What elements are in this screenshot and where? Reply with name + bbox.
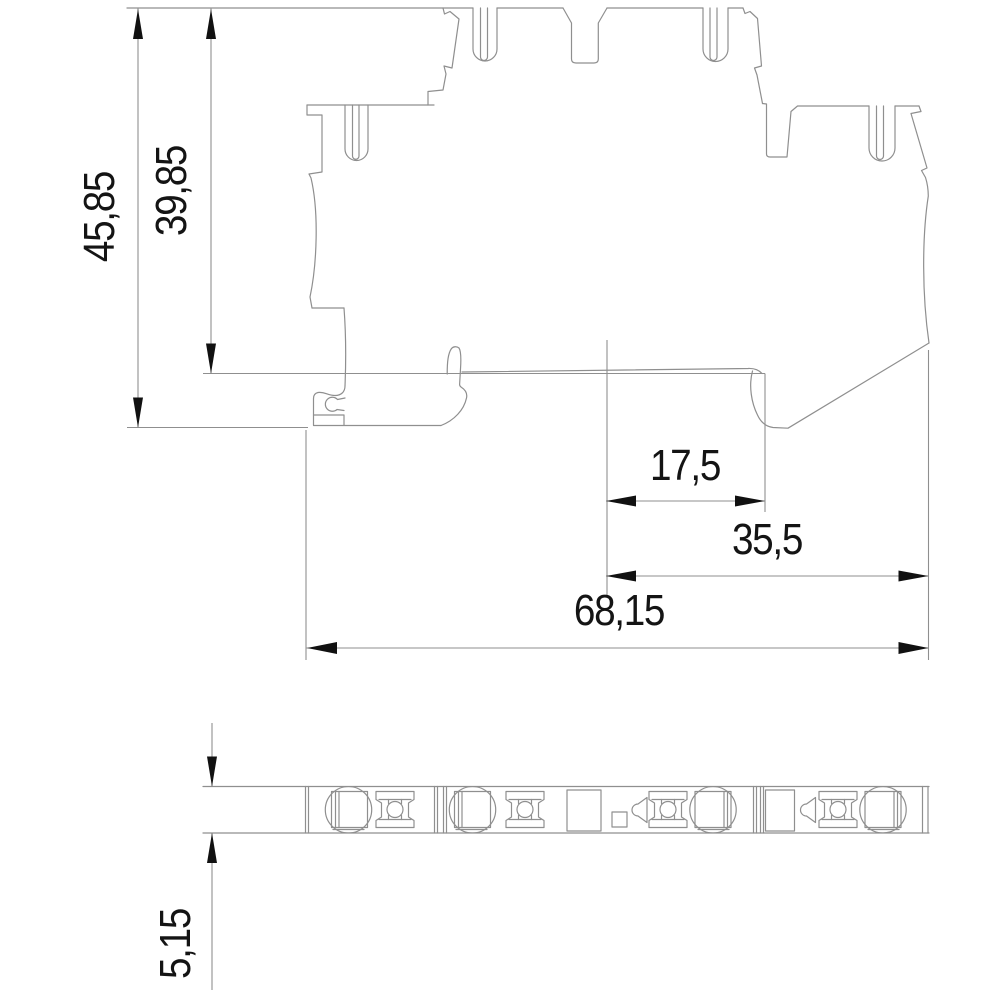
arrow-5-15-top (207, 756, 217, 787)
left-side-edge (306, 104, 323, 309)
horn-opening-2 (799, 796, 817, 824)
right-lever (742, 7, 764, 105)
right-claw-edge (910, 105, 930, 344)
screw-unit-1 (324, 785, 373, 834)
test-socket-right-ledge (868, 105, 896, 162)
strip-dividers (433, 785, 765, 834)
test-socket-top-left (472, 7, 498, 62)
rail-hook-notch (324, 396, 346, 412)
arrow-35-5-left (606, 570, 636, 582)
dimension-label-overall-height: 45,85 (75, 171, 124, 263)
dimension-label-overall-width: 68,15 (573, 586, 666, 635)
clamp-spool-2 (505, 790, 545, 829)
clamp-spool-3 (648, 790, 688, 829)
dimension-lines (127, 8, 930, 990)
partition-rect-2 (764, 789, 796, 832)
screw-unit-4 (859, 785, 907, 834)
screw-unit-3 (689, 785, 737, 834)
arrow-35-5-right (898, 570, 929, 582)
arrow-39-85-bottom (206, 343, 216, 374)
arrow-5-15-bottom (207, 833, 217, 863)
arrow-39-85-top (206, 9, 216, 39)
foot-neck (343, 307, 347, 387)
clamp-spool-4 (818, 790, 858, 829)
horn-opening-1 (631, 796, 648, 824)
screw-unit-2 (448, 785, 497, 834)
test-socket-lower-left (344, 104, 369, 162)
strip-right-cap (921, 785, 929, 834)
left-lever (427, 7, 460, 106)
arrow-45-85-bottom (133, 397, 143, 428)
dimension-label-height-above-rail: 39,85 (147, 145, 196, 237)
bottom-view-strip (202, 785, 930, 834)
right-foot (750, 342, 930, 429)
strip-left-cap (304, 785, 310, 834)
side-view-outline (126, 7, 930, 429)
dimension-label-profile-thickness: 5,15 (151, 908, 200, 980)
strip-edges (202, 785, 930, 834)
arrow-68-15-right (898, 642, 929, 654)
arrow-68-15-left (307, 642, 337, 654)
wire-funnel (562, 7, 608, 64)
foot-plinth (312, 414, 345, 426)
dimension-arrows (133, 9, 929, 863)
partition-rect-1 (566, 789, 602, 832)
body-bottom-edge (461, 367, 763, 375)
dimension-label-upper-offset: 17,5 (649, 441, 721, 490)
rail-hook (312, 385, 346, 426)
dimension-label-lower-offset: 35,5 (731, 515, 803, 564)
test-socket-top-right (702, 7, 729, 63)
arrow-17-5-left (606, 495, 636, 507)
right-pocket (761, 102, 920, 158)
foot-right-corner-and-finger (440, 346, 468, 427)
small-square-opening (611, 811, 628, 828)
arrow-45-85-top (133, 9, 143, 39)
clamp-spool-1 (375, 790, 415, 829)
arrow-17-5-right (735, 495, 765, 507)
